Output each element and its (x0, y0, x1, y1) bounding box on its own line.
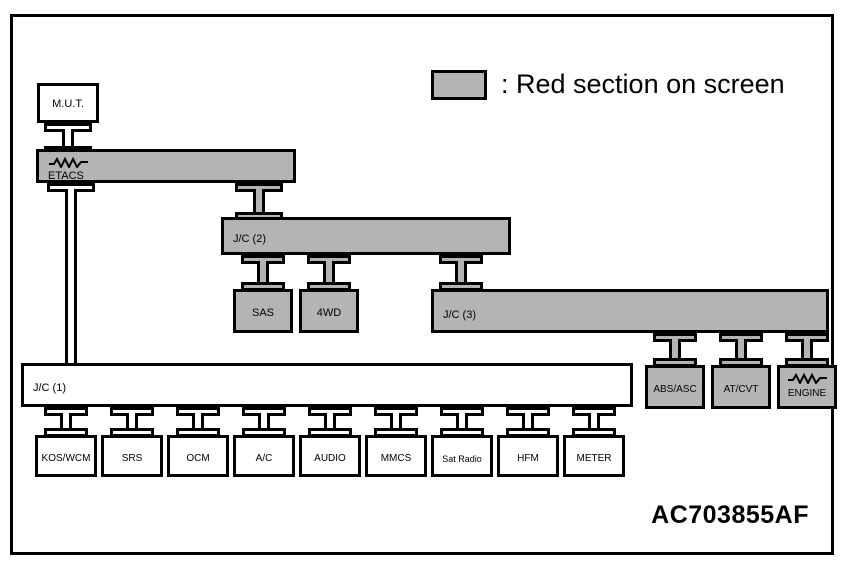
node-audio-label: AUDIO (314, 453, 346, 464)
node-audio: AUDIO (299, 435, 361, 477)
connector-jc2-sas (241, 255, 285, 291)
node-srs: SRS (101, 435, 163, 477)
node-kos-wcm: KOS/WCM (35, 435, 97, 477)
connector-etacs-jc2 (235, 183, 283, 221)
node-jc3-label: J/C (3) (443, 309, 476, 321)
connector-stem (258, 413, 270, 431)
node-meter: METER (563, 435, 625, 477)
connector-jc2-4wd (307, 255, 351, 291)
connector-jc1-meter (572, 407, 616, 437)
node-etacs: ETACS (36, 149, 296, 183)
terminator-resistor-icon (787, 372, 829, 384)
connector-stem (456, 413, 468, 431)
connector-stem (324, 413, 336, 431)
node-4wd: 4WD (299, 289, 359, 333)
node-meter-label: METER (576, 453, 612, 464)
terminator-resistor-icon (48, 156, 90, 168)
node-hfm: HFM (497, 435, 559, 477)
connector-jc1-kos-wcm (44, 407, 88, 437)
connector-stem (60, 413, 72, 431)
connector-stem (65, 189, 77, 369)
connector-jc1-ac (242, 407, 286, 437)
connector-etacs-jc1 (47, 183, 95, 375)
node-mut: M.U.T. (37, 83, 99, 123)
node-mmcs-label: MMCS (380, 453, 412, 464)
connector-stem (192, 413, 204, 431)
node-jc1-label: J/C (1) (33, 382, 66, 394)
connector-stem (323, 261, 335, 285)
node-4wd-label: 4WD (316, 307, 342, 319)
connector-stem (735, 339, 747, 361)
node-abs-asc-label: ABS/ASC (653, 384, 697, 395)
node-jc2: J/C (2) (221, 217, 511, 255)
connector-stem (390, 413, 402, 431)
connector-jc3-engine (785, 333, 829, 367)
node-mut-label: M.U.T. (52, 98, 84, 110)
node-engine-label: ENGINE (787, 388, 827, 399)
node-sat-radio-label: Sat Radio (442, 454, 482, 464)
node-ac-label: A/C (255, 453, 273, 464)
node-mmcs: MMCS (365, 435, 427, 477)
node-sas: SAS (233, 289, 293, 333)
connector-stem (62, 129, 74, 149)
connector-jc1-hfm (506, 407, 550, 437)
connector-stem (455, 261, 467, 285)
connector-jc1-srs (110, 407, 154, 437)
connector-jc1-ocm (176, 407, 220, 437)
connector-stem (588, 413, 600, 431)
connector-stem (257, 261, 269, 285)
connector-stem (253, 189, 265, 215)
node-srs-label: SRS (121, 453, 143, 464)
connector-jc2-jc3 (439, 255, 483, 291)
node-ocm-label: OCM (186, 453, 210, 464)
node-at-cvt: AT/CVT (711, 365, 771, 409)
node-jc1: J/C (1) (21, 363, 633, 407)
legend-color-swatch (431, 69, 487, 100)
connector-jc1-mmcs (374, 407, 418, 437)
node-at-cvt-label: AT/CVT (723, 384, 759, 395)
node-kos-wcm-label: KOS/WCM (41, 453, 91, 464)
connector-stem (801, 339, 813, 361)
part-number: AC703855AF (651, 501, 809, 529)
node-jc2-label: J/C (2) (233, 233, 266, 245)
node-abs-asc: ABS/ASC (645, 365, 705, 409)
connector-stem (522, 413, 534, 431)
connector-jc3-atcvt (719, 333, 763, 367)
connector-jc1-audio (308, 407, 352, 437)
node-sas-label: SAS (251, 307, 274, 319)
legend: : Red section on screen (431, 69, 785, 100)
node-ocm: OCM (167, 435, 229, 477)
node-jc3: J/C (3) (431, 289, 829, 333)
node-sat-radio: Sat Radio (431, 435, 493, 477)
diagram-frame: : Red section on screen M.U.T. ETACS J/C… (10, 14, 837, 555)
node-engine: ENGINE (777, 365, 837, 409)
legend-label: : Red section on screen (501, 69, 785, 99)
connector-stem (669, 339, 681, 361)
connector-stem (126, 413, 138, 431)
node-ac: A/C (233, 435, 295, 477)
connector-jc3-abs (653, 333, 697, 367)
node-etacs-label: ETACS (48, 170, 84, 182)
connector-jc1-sat-radio (440, 407, 484, 437)
node-hfm-label: HFM (517, 453, 539, 464)
